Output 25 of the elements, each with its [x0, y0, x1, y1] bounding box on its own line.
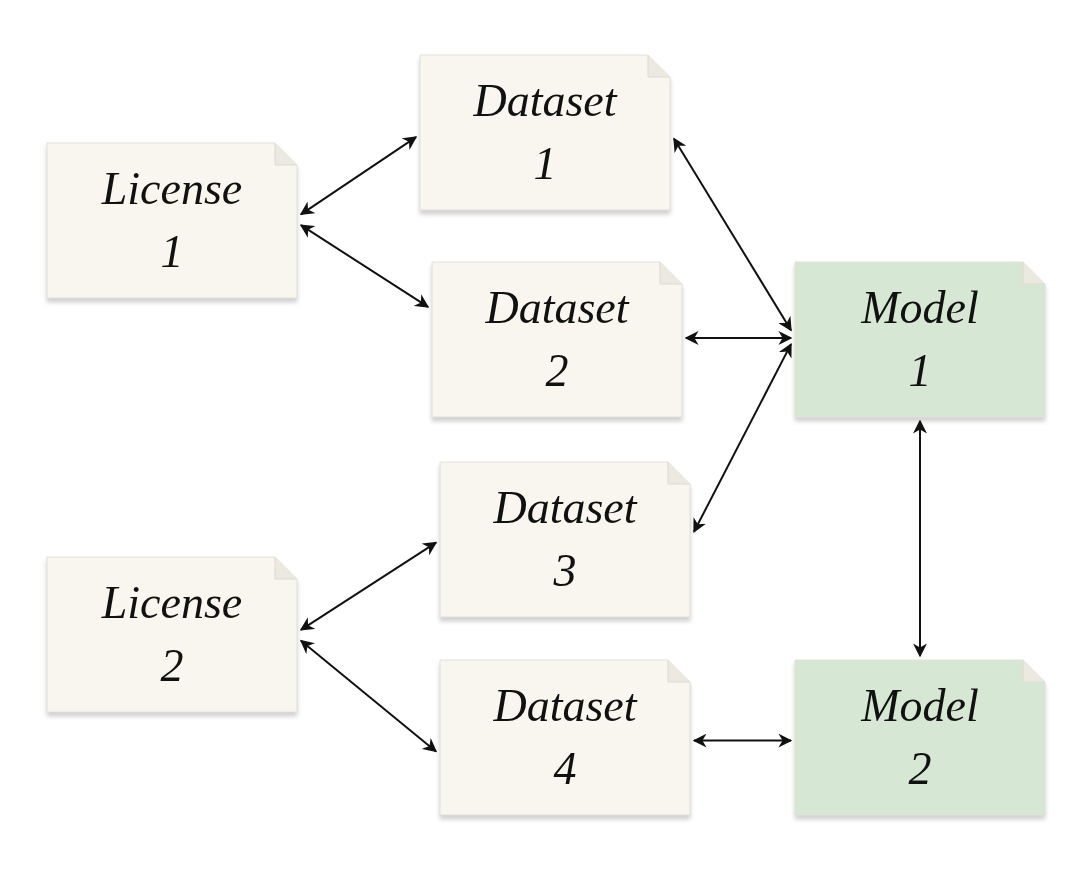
document-box — [795, 660, 1045, 815]
node-label: Dataset 4 — [493, 679, 637, 796]
document-box — [432, 262, 682, 417]
document-box — [795, 262, 1045, 417]
document-box — [440, 462, 690, 617]
double-arrow — [299, 224, 430, 308]
double-arrow — [673, 137, 792, 332]
node-label: Dataset 1 — [473, 74, 617, 191]
double-arrow — [299, 639, 438, 753]
document-box — [440, 660, 690, 815]
double-arrow — [299, 541, 438, 631]
node-label: Model 2 — [861, 679, 979, 796]
double-arrow — [692, 733, 793, 748]
node-label: Model 1 — [861, 281, 979, 398]
double-arrow — [913, 419, 927, 658]
node-label: Dataset 3 — [493, 481, 637, 598]
document-box — [47, 557, 297, 712]
node-label: License 1 — [101, 162, 243, 279]
node-label: License 2 — [101, 576, 243, 693]
double-arrow — [299, 136, 418, 216]
document-box — [420, 55, 670, 210]
double-arrow — [693, 342, 792, 533]
node-label: Dataset 2 — [485, 281, 629, 398]
double-arrow — [684, 330, 793, 345]
document-box — [47, 143, 297, 298]
